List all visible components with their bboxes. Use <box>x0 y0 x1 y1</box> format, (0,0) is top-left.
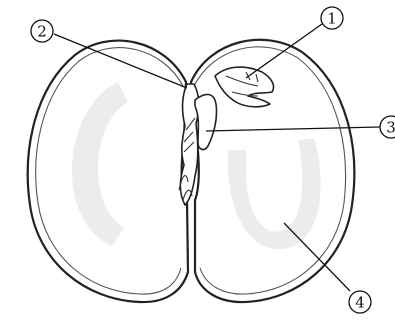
svg-text:4: 4 <box>355 294 365 312</box>
svg-text:3: 3 <box>386 119 395 137</box>
right-shading <box>228 138 321 249</box>
leader-cotyledon <box>284 223 350 291</box>
svg-text:1: 1 <box>327 10 337 28</box>
plumule <box>215 67 274 107</box>
label-plumule: 1 <box>321 7 343 29</box>
leader-radicle <box>206 127 380 131</box>
radicle <box>195 94 217 149</box>
label-hypocotyl: 2 <box>31 20 53 42</box>
left-shading <box>72 82 128 246</box>
leader-hypocotyl <box>54 34 187 88</box>
label-cotyledon: 4 <box>349 291 371 313</box>
left-cotyledon <box>28 41 188 302</box>
label-radicle: 3 <box>380 116 395 138</box>
svg-text:2: 2 <box>37 23 47 41</box>
